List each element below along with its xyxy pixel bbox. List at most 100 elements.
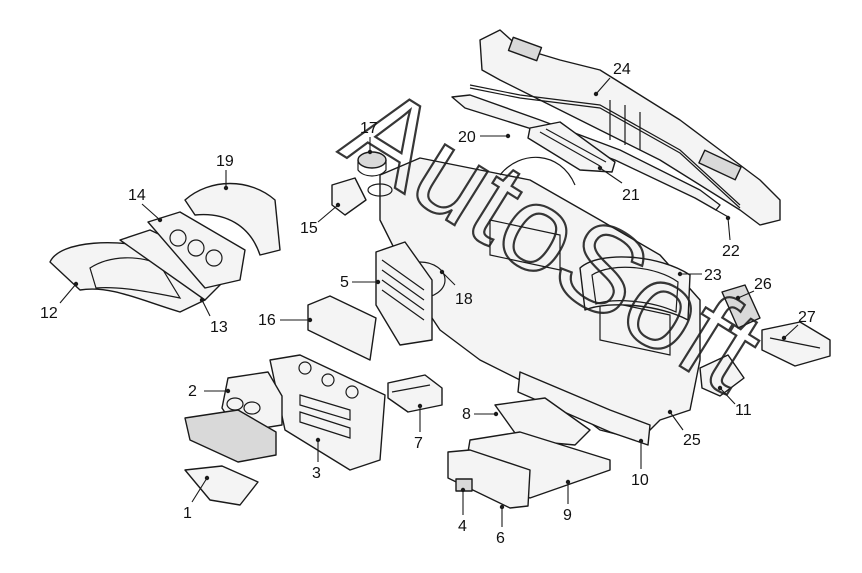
part-23-glovebox-frame — [579, 256, 691, 321]
callout-number-2: 2 — [188, 383, 197, 400]
callout-dot-7 — [417, 403, 423, 409]
callout-14: 14 — [128, 187, 163, 223]
callout-number-7: 7 — [414, 435, 423, 452]
callout-number-27: 27 — [798, 309, 816, 326]
callout-4: 4 — [458, 487, 467, 535]
callout-dot-26 — [735, 295, 741, 301]
callout-dot-11 — [717, 385, 723, 391]
part-15-switch-pod — [331, 177, 367, 216]
callout-number-5: 5 — [340, 274, 349, 291]
callout-leader-27 — [783, 324, 799, 339]
callout-15: 15 — [300, 202, 341, 237]
callout-dot-5 — [375, 279, 381, 285]
part-20-defrost-strip — [451, 94, 721, 211]
callout-8: 8 — [462, 406, 499, 423]
callout-dot-13 — [199, 297, 205, 303]
callout-27: 27 — [781, 309, 816, 341]
part-1-tray — [184, 465, 259, 506]
callout-leader-11 — [719, 387, 736, 405]
callout-number-19: 19 — [216, 153, 234, 170]
part-16-bracket — [307, 295, 377, 361]
callout-leader-24 — [595, 77, 611, 95]
part-14-instrument-cluster — [147, 211, 246, 289]
callout-number-26: 26 — [754, 276, 772, 293]
callout-number-25: 25 — [683, 432, 701, 449]
callout-dot-25 — [667, 409, 673, 415]
callout-dot-19 — [223, 185, 229, 191]
callout-5: 5 — [340, 274, 381, 291]
callout-21: 21 — [597, 165, 640, 204]
callout-dot-15 — [335, 202, 341, 208]
callout-dot-2 — [225, 388, 231, 394]
callout-leader-14 — [141, 203, 161, 221]
callout-16: 16 — [258, 312, 313, 329]
part-27-bracket — [761, 321, 831, 367]
callout-19: 19 — [216, 153, 234, 191]
callout-number-15: 15 — [300, 220, 318, 237]
callout-leader-25 — [669, 411, 684, 431]
callout-number-18: 18 — [455, 291, 473, 308]
callout-dot-17 — [367, 149, 373, 155]
callout-2: 2 — [188, 383, 231, 400]
callout-dot-12 — [73, 281, 79, 287]
callout-11: 11 — [717, 385, 752, 419]
callout-number-21: 21 — [622, 187, 640, 204]
callout-leader-26 — [737, 290, 755, 299]
callout-leader-1 — [191, 477, 208, 503]
callout-dot-3 — [315, 437, 321, 443]
callout-18: 18 — [439, 269, 473, 308]
callout-13: 13 — [199, 297, 228, 336]
callout-number-24: 24 — [613, 61, 631, 78]
callout-dot-20 — [505, 133, 511, 139]
callout-number-11: 11 — [735, 402, 752, 419]
callout-number-6: 6 — [496, 530, 505, 547]
callout-number-16: 16 — [258, 312, 276, 329]
callout-number-14: 14 — [128, 187, 146, 204]
callout-dot-9 — [565, 479, 571, 485]
callout-number-20: 20 — [458, 129, 476, 146]
callout-leader-22 — [727, 217, 731, 241]
callout-number-10: 10 — [631, 472, 649, 489]
callout-number-12: 12 — [40, 305, 58, 322]
callout-leader-12 — [59, 283, 77, 304]
callout-22: 22 — [722, 215, 740, 260]
callout-number-17: 17 — [360, 120, 378, 137]
callout-number-9: 9 — [563, 507, 572, 524]
callout-17: 17 — [360, 120, 378, 155]
callout-dot-24 — [593, 91, 599, 97]
callout-7: 7 — [414, 403, 423, 452]
part-5-center-column — [375, 241, 433, 346]
callout-12: 12 — [40, 281, 79, 322]
callout-dot-6 — [499, 504, 505, 510]
callout-layer: 1234567891011121314151617181920212223242… — [40, 61, 816, 547]
callout-23: 23 — [677, 267, 722, 284]
part-26-bracket — [721, 284, 761, 329]
callout-leader-21 — [599, 167, 623, 184]
callout-9: 9 — [563, 479, 572, 524]
callout-number-23: 23 — [704, 267, 722, 284]
callout-1: 1 — [183, 475, 210, 522]
callout-leader-13 — [201, 299, 211, 317]
callout-dot-8 — [493, 411, 499, 417]
callout-dot-10 — [638, 438, 644, 444]
part-3-center-fascia — [269, 354, 386, 471]
callout-number-3: 3 — [312, 465, 321, 482]
callout-leader-18 — [441, 271, 456, 286]
part-24-crossmember — [469, 29, 781, 226]
part-21-vent-grille — [527, 121, 616, 173]
callout-number-8: 8 — [462, 406, 471, 423]
callout-3: 3 — [312, 437, 321, 482]
callout-25: 25 — [667, 409, 701, 449]
callout-10: 10 — [631, 438, 649, 489]
part-2-switch-cluster — [184, 371, 283, 463]
part-10-lower-trim — [517, 371, 651, 446]
callout-26: 26 — [735, 276, 772, 301]
callout-dot-23 — [677, 271, 683, 277]
callout-24: 24 — [593, 61, 631, 97]
part-7-radio-unit — [387, 374, 443, 413]
callout-dot-27 — [781, 335, 787, 341]
callout-dot-22 — [725, 215, 731, 221]
callout-number-22: 22 — [722, 243, 740, 260]
